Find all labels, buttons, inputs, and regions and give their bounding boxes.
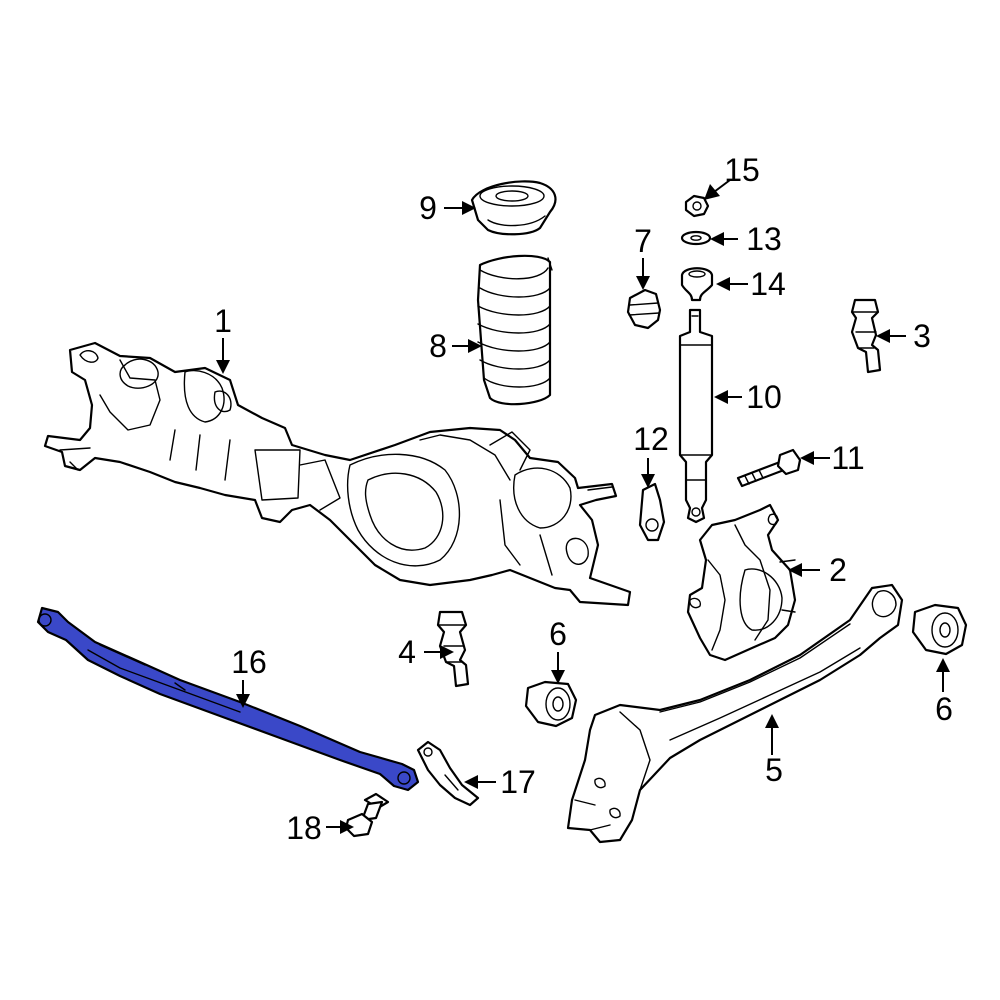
part-5-control-arm[interactable]	[566, 583, 904, 844]
leader-lines	[216, 179, 950, 834]
part-6-bushing-right[interactable]	[911, 603, 968, 656]
callout-16[interactable]: 16	[231, 644, 267, 680]
callout-12[interactable]: 12	[633, 421, 669, 457]
part-9-spring-seat[interactable]	[470, 180, 557, 236]
part-16-track-bar[interactable]	[36, 606, 420, 792]
callout-5[interactable]: 5	[765, 752, 783, 788]
callout-13[interactable]: 13	[746, 221, 782, 257]
part-8-coil-spring[interactable]	[476, 254, 553, 406]
callout-labels: 1 2 3 4 5 6 6 7 8 9 10 11 12 13 14 15 16…	[214, 152, 953, 846]
part-6-bushing-center[interactable]	[524, 680, 578, 728]
callout-8[interactable]: 8	[429, 328, 447, 364]
callout-6-center[interactable]: 6	[549, 616, 567, 652]
callout-3[interactable]: 3	[913, 318, 931, 354]
part-1-axle-housing[interactable]	[43, 341, 632, 607]
callout-18[interactable]: 18	[286, 810, 322, 846]
callout-1[interactable]: 1	[214, 303, 232, 339]
callout-15[interactable]: 15	[724, 152, 760, 188]
callout-11[interactable]: 11	[831, 440, 864, 476]
part-10-shock-absorber[interactable]	[678, 308, 714, 524]
callout-17[interactable]: 17	[500, 764, 536, 800]
callout-2[interactable]: 2	[829, 552, 847, 588]
part-18-bolt[interactable]	[344, 792, 390, 838]
callout-4[interactable]: 4	[398, 634, 416, 670]
part-14-insulator[interactable]	[680, 267, 714, 302]
callout-9[interactable]: 9	[419, 190, 437, 226]
part-11-bolt[interactable]	[736, 448, 802, 488]
callout-10[interactable]: 10	[746, 379, 782, 415]
callout-7[interactable]: 7	[634, 223, 652, 259]
part-2-bracket[interactable]	[686, 503, 797, 662]
callout-14[interactable]: 14	[750, 266, 786, 302]
part-12-bracket-plate[interactable]	[638, 482, 666, 542]
callout-6-right[interactable]: 6	[935, 691, 953, 727]
part-15-nut[interactable]	[684, 194, 710, 218]
part-7-jounce-bumper[interactable]	[626, 288, 662, 330]
part-16-track-bar-body	[36, 606, 420, 792]
part-4-ball-joint[interactable]	[436, 610, 470, 688]
part-17-bracket[interactable]	[416, 740, 480, 807]
part-13-washer[interactable]	[680, 230, 712, 246]
part-3-ball-joint[interactable]	[850, 298, 882, 374]
